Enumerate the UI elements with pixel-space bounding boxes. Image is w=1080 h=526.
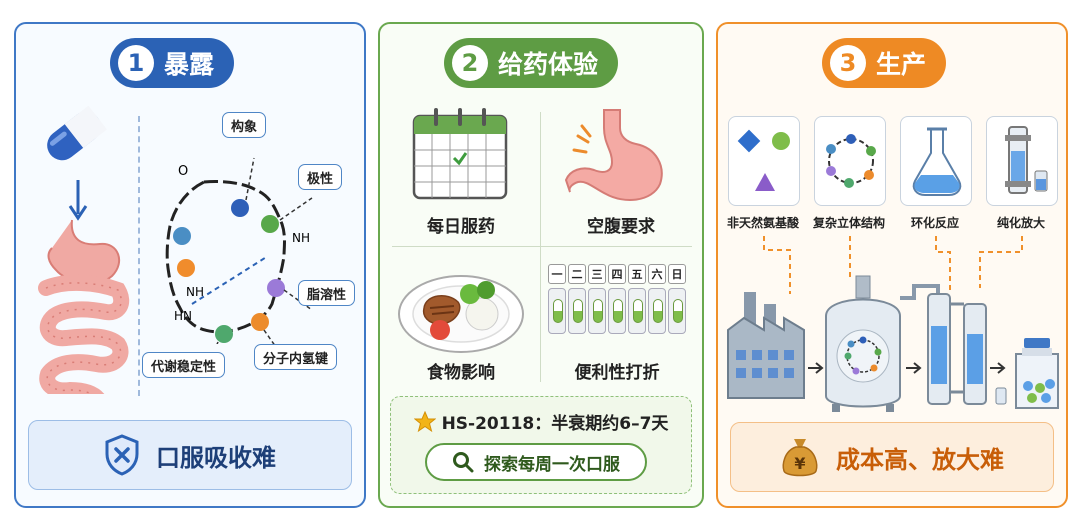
card-purification-scaleup [986,116,1058,206]
card-non-natural-amino-acid [728,116,800,206]
atom-nh-1: NH [292,231,310,245]
svg-text:¥: ¥ [794,454,805,473]
label-metabolic-stability: 代谢稳定性 [142,352,226,378]
pill-capsule [613,299,623,323]
label-food-effect: 食物影响 [427,363,495,383]
card-complex-stereostructure [814,116,886,206]
atom-o: O [178,164,188,179]
half-life-line: HS-20118：半衰期约6–7天 [391,409,691,434]
label-lipophilicity: 脂溶性 [298,280,356,306]
label-daily-dosing: 每日服药 [427,217,495,237]
pill-capsule [553,299,563,323]
star-icon [413,410,436,432]
exposure-title: 暴露 [164,50,215,79]
label-conformation: 构象 [222,112,267,138]
pill-compartment [668,288,686,334]
weekday-cell: 五 [628,264,646,284]
macrocycle-diagram: O NH NH HN [165,157,313,344]
half-life-box: HS-20118：半衰期约6–7天 探索每周一次口服 [390,396,692,494]
residue-ball [231,199,249,217]
grid-divider-vertical [540,112,541,382]
card-label: 环化反应 [910,216,959,230]
digestive-illustration [38,105,130,394]
pill-capsule [673,299,683,323]
card-cyclization [900,116,972,206]
vial-icon [1015,338,1059,409]
pill-compartment [548,288,566,334]
factory-icon [727,292,805,399]
shield-x-icon [105,434,139,476]
column-icon [1005,126,1048,194]
weekday-cell: 六 [648,264,666,284]
pill-compartment [588,288,606,334]
money-bag-icon: ¥ [782,439,818,477]
label-fasting-requirement: 空腹要求 [587,217,655,237]
pill-compartment [648,288,666,334]
exposure-conclusion: 口服吸收难 [28,420,352,490]
pill-compartment [608,288,626,334]
card-label: 非天然氨基酸 [726,216,799,230]
weekday-cell: 四 [608,264,626,284]
pill-capsule [573,299,583,323]
atom-nh-2: NH [186,285,204,299]
residue-ball [251,313,269,331]
step-number: 3 [830,45,866,81]
pill-capsule [593,299,603,323]
production-title: 生产 [876,50,927,79]
production-title-pill: 3 生产 [822,38,947,88]
pill-capsule [653,299,663,323]
grid-divider-horizontal [392,246,692,247]
production-conclusion-text: 成本高、放大难 [836,445,1004,474]
step-number: 1 [118,45,154,81]
exposure-title-pill: 1 暴露 [110,38,235,88]
exposure-panel: 1 暴露 O NH NH HN [14,22,366,508]
dosing-title-pill: 2 给药体验 [444,38,619,88]
production-panel: 3 生产 非天然氨基酸 复杂立体结构 环化反应 [716,22,1068,508]
flask-icon [912,127,962,196]
pill-compartment [568,288,586,334]
explore-weekly-text: 探索每周一次口服 [484,454,620,475]
explore-weekly-button[interactable]: 探索每周一次口服 [425,443,647,481]
half-life-text: HS-20118：半衰期约6–7天 [441,414,669,434]
digestive-tract-icon [38,219,130,394]
dosing-panel: 2 给药体验 每日服药 空腹要求 食物影响 一二三四五六日 [378,22,704,508]
weekday-cell: 一 [548,264,566,284]
shapes-icon [737,129,790,191]
calendar-icon [412,108,508,200]
production-conclusion: ¥ 成本高、放大难 [730,422,1054,492]
residue-ball [177,259,195,277]
weekday-cell: 日 [668,264,686,284]
card-label: 复杂立体结构 [812,216,885,230]
weekday-cell: 二 [568,264,586,284]
production-line [727,275,1059,412]
capsule-icon [47,105,107,161]
residue-ball [261,215,279,233]
atom-hn: HN [174,309,192,323]
residue-ball [173,227,191,245]
ring-molecule-icon [826,134,876,188]
dosing-title: 给药体验 [498,50,599,79]
label-h-bond: 分子内氢键 [254,344,338,370]
divider [138,116,140,396]
food-plate-icon [398,275,524,353]
pill-compartment [628,288,646,334]
exposure-conclusion-text: 口服吸收难 [156,443,276,472]
residue-ball [267,279,285,297]
pill-capsule [633,299,643,323]
label-polarity: 极性 [298,164,343,190]
card-label: 纯化放大 [996,216,1045,230]
card-connectors [763,236,1023,294]
stomach-icon [564,109,663,201]
search-icon [453,452,474,473]
label-convenience-discount: 便利性打折 [574,363,660,383]
residue-ball [215,325,233,343]
step-number: 2 [452,45,488,81]
reactor-icon [825,275,901,412]
pill-organizer-icon: 一二三四五六日 [548,264,690,348]
weekday-cell: 三 [588,264,606,284]
purification-column-icon [927,293,1007,405]
